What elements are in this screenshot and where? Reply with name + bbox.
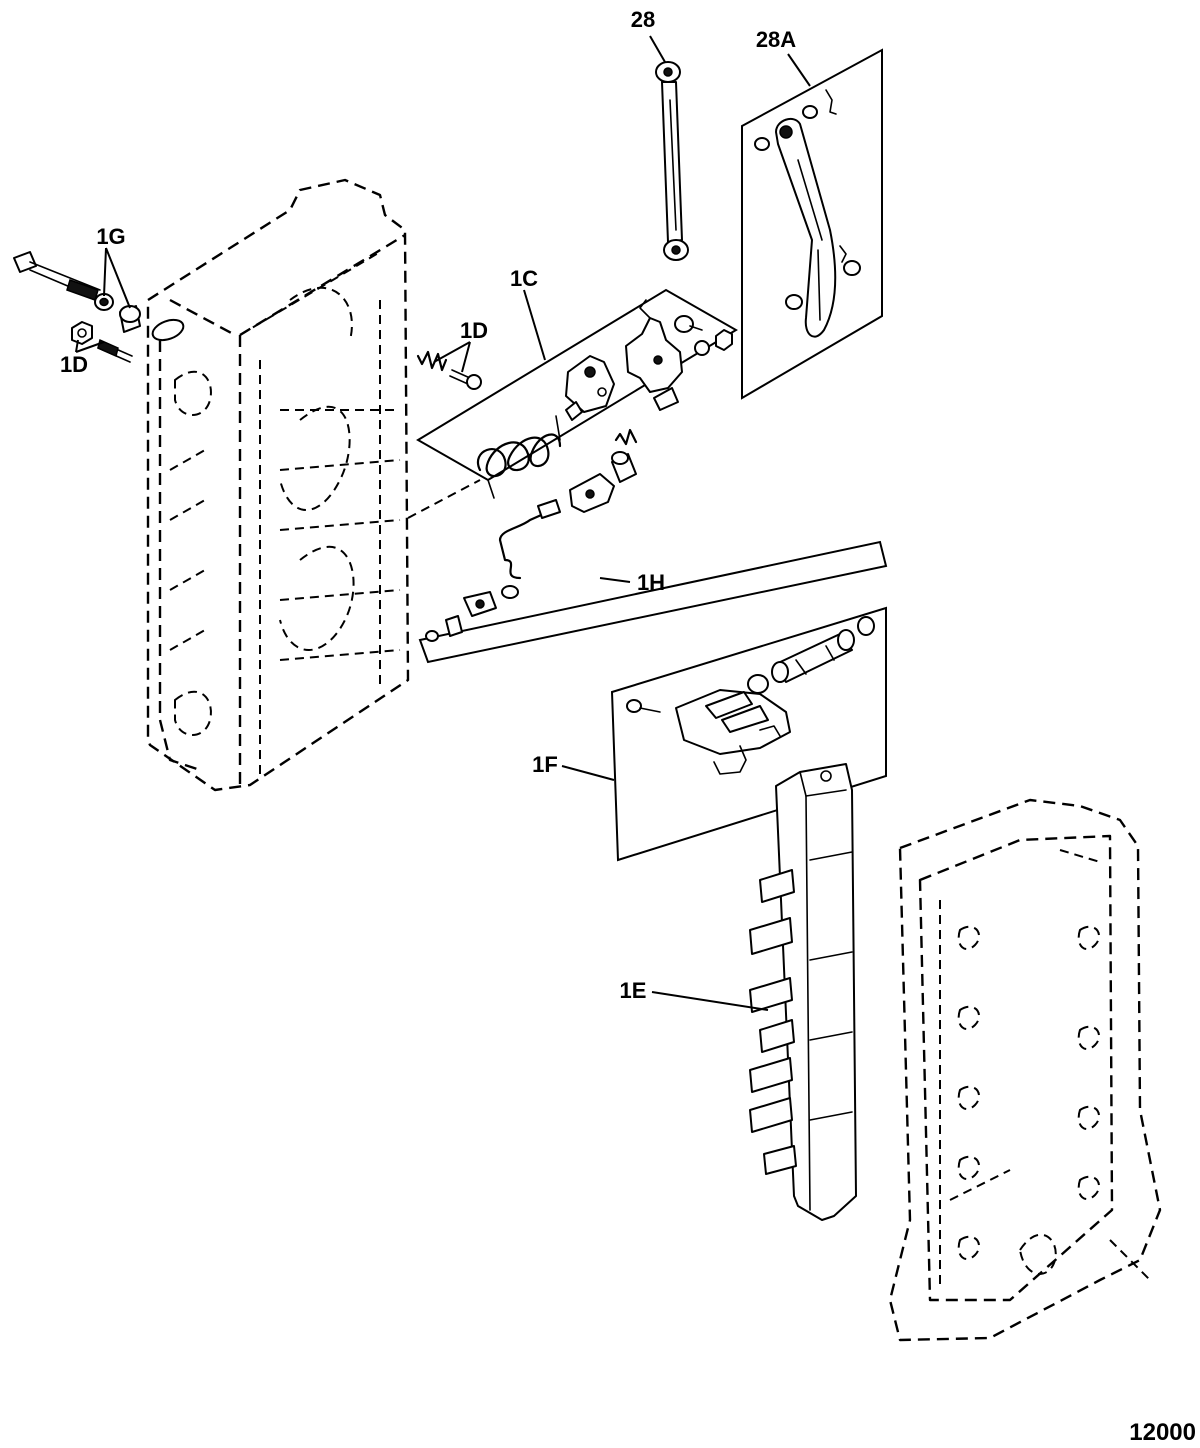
part-1h-washer [501, 585, 519, 599]
part-28a-washers [754, 105, 861, 310]
kit-box-1f [610, 606, 887, 862]
part-1e-valve-body [749, 763, 857, 1221]
part-1h-plate [463, 591, 497, 617]
part-1h-small-spring [614, 428, 638, 446]
part-1g-plate [151, 318, 185, 342]
part-1c-manual-lever [625, 299, 683, 411]
part-1h-bushing [445, 615, 463, 637]
part-28a-lever [775, 117, 837, 338]
part-1h-roller [611, 451, 637, 483]
part-1f-ring [747, 674, 769, 694]
leader-28 [649, 35, 666, 63]
leader-lines [75, 35, 811, 1011]
part-28-link [655, 61, 689, 261]
leader-1h [599, 577, 631, 583]
figure-number: 12000 [1129, 1419, 1196, 1446]
kit-box-28a [741, 48, 883, 400]
kit-box-1h [418, 540, 888, 664]
leader-28a [787, 53, 811, 87]
part-1h-detent-roller [569, 473, 615, 513]
label-1c: 1C [510, 266, 538, 291]
part-1g-bolt [13, 251, 101, 301]
label-28a: 28A [756, 27, 796, 52]
part-1g-washer [94, 293, 114, 311]
part-1d-spring [416, 350, 448, 372]
label-1d-top: 1D [460, 318, 488, 343]
part-1c-washer [694, 340, 710, 356]
kit-box-1c [416, 288, 738, 482]
label-1d-left: 1D [60, 352, 88, 377]
label-1h: 1H [637, 570, 665, 595]
part-1f-screw [626, 699, 661, 713]
leader-1d-top [433, 341, 471, 373]
leader-1d-left [75, 339, 105, 353]
part-1c-detent-lever [565, 355, 615, 421]
label-1f: 1F [532, 752, 558, 777]
part-1h-torsion-spring [476, 415, 562, 499]
part-1f-o-ring [857, 616, 875, 636]
label-1e: 1E [620, 978, 647, 1003]
part-1d-stud-left [97, 338, 133, 363]
part-1g-bushing [119, 305, 141, 333]
part-1c-screw [674, 315, 703, 333]
part-1h-parking-rod [498, 499, 561, 580]
leader-1c [523, 289, 546, 361]
label-1g: 1G [96, 224, 125, 249]
part-1h-small-washer [425, 630, 439, 642]
part-1f-shift-valve [771, 629, 855, 683]
assembly-line [407, 479, 481, 519]
part-1d-nut-left [71, 321, 93, 345]
separator-plate-right [888, 798, 1162, 1342]
leader-1g [103, 247, 131, 309]
leader-1e [651, 991, 769, 1011]
leader-1f [561, 765, 615, 781]
label-28: 28 [631, 7, 655, 32]
part-1d-screw [449, 369, 482, 390]
part-28a-cotter-pins [825, 89, 847, 263]
part-1c-nut [715, 329, 733, 351]
part-1f-solenoid [675, 689, 791, 775]
valve-body-left [146, 178, 410, 792]
